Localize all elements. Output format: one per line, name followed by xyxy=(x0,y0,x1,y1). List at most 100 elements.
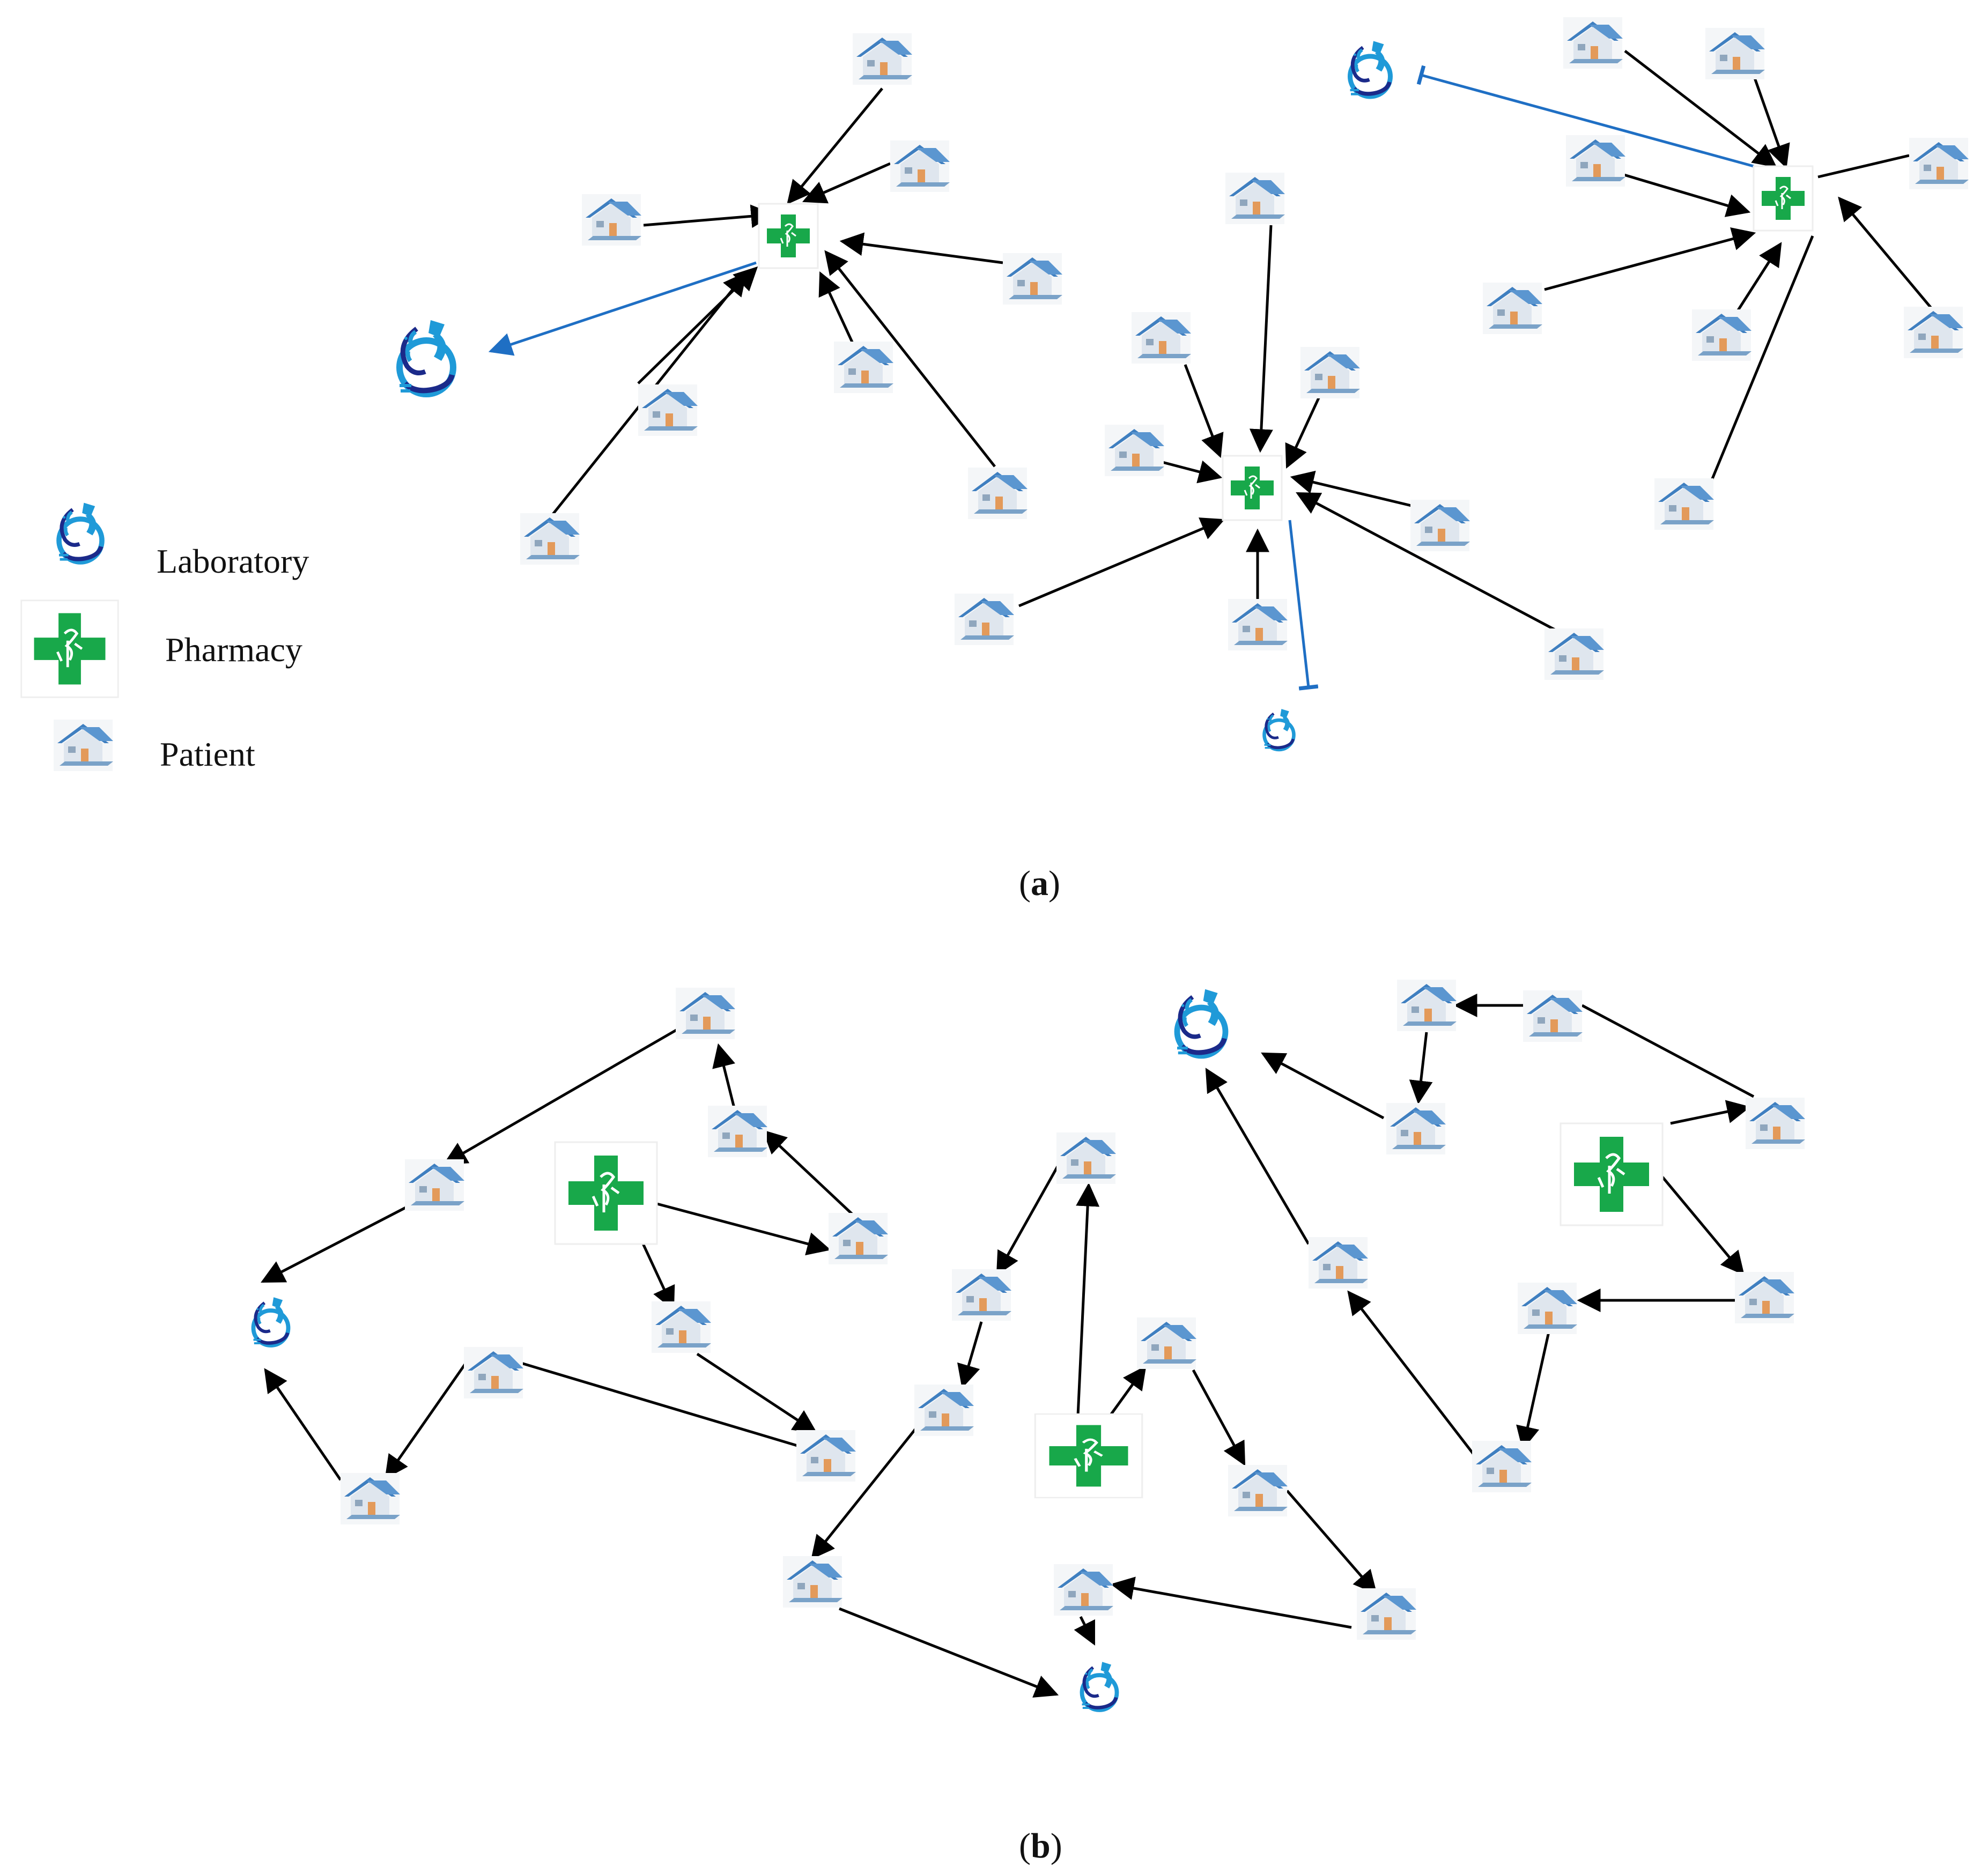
edge xyxy=(1670,1100,1751,1125)
patient-house-icon xyxy=(1410,500,1470,551)
patient-house-icon xyxy=(1563,17,1623,69)
patient-house-icon xyxy=(1132,312,1191,364)
edge xyxy=(1018,517,1225,608)
edge xyxy=(1544,227,1756,291)
patient-house-icon xyxy=(952,1269,1011,1321)
edge xyxy=(1158,460,1223,484)
edge xyxy=(1285,396,1321,469)
caption-b: (b) xyxy=(1019,1826,1062,1865)
edge-to-lab xyxy=(488,261,757,356)
edge xyxy=(264,1368,342,1481)
edge xyxy=(1205,1068,1310,1245)
edge xyxy=(1261,1052,1385,1120)
edge xyxy=(1581,1004,1755,1098)
patient-house-icon xyxy=(1735,1272,1794,1323)
patient-house-icon xyxy=(676,988,735,1039)
legend-laboratory-icon xyxy=(59,503,102,562)
pharmacy-icon xyxy=(1035,1414,1142,1498)
pharmacy-icon xyxy=(1561,1123,1662,1225)
legend-patient-icon xyxy=(54,720,113,771)
patient-house-icon xyxy=(955,594,1014,645)
edge xyxy=(996,1163,1061,1276)
pharmacy-icon xyxy=(1222,455,1283,521)
edge xyxy=(839,232,1003,264)
edge xyxy=(1736,242,1782,312)
edge xyxy=(1184,364,1224,458)
edge xyxy=(811,1423,921,1560)
edge-to-lab xyxy=(1288,520,1319,691)
patient-house-icon xyxy=(1654,478,1714,530)
patient-house-icon xyxy=(783,1556,843,1608)
patient-house-icon xyxy=(405,1159,464,1211)
pharmacy-icon xyxy=(555,1142,657,1244)
legend-pharmacy-label: Pharmacy xyxy=(165,631,302,669)
edge xyxy=(1622,173,1751,217)
patient-house-icon xyxy=(1705,28,1765,79)
edge xyxy=(1192,1369,1246,1466)
edge xyxy=(839,1607,1059,1698)
patient-house-icon xyxy=(1472,1441,1532,1492)
edge xyxy=(443,1023,688,1165)
edge xyxy=(385,1361,468,1479)
laboratory-icon xyxy=(254,1297,289,1345)
patient-house-icon xyxy=(834,342,893,393)
edge xyxy=(762,1129,854,1216)
patient-house-icon xyxy=(853,33,912,85)
edge xyxy=(1817,154,1910,179)
edge xyxy=(261,1202,414,1283)
patient-house-icon xyxy=(1909,138,1969,189)
edge xyxy=(1286,1490,1377,1595)
edge xyxy=(712,1043,736,1111)
edge xyxy=(1709,235,1814,483)
patient-house-icon xyxy=(1483,283,1542,334)
laboratory-icon xyxy=(1350,41,1391,97)
pharmacy-icon xyxy=(1753,165,1814,232)
legend-laboratory-label: Laboratory xyxy=(157,542,309,580)
patient-house-icon xyxy=(1309,1237,1368,1289)
laboratory-icon xyxy=(1082,1662,1117,1710)
caption-a-letter: a xyxy=(1030,864,1048,903)
patient-house-icon xyxy=(582,194,641,246)
caption-a: (a) xyxy=(1019,864,1060,903)
edge xyxy=(1110,1576,1352,1629)
edge xyxy=(1076,1182,1100,1416)
patient-house-icon xyxy=(1518,1283,1577,1334)
edge xyxy=(1624,50,1777,168)
patient-house-icon xyxy=(1105,425,1164,476)
edge xyxy=(1249,225,1273,453)
patient-house-icon xyxy=(1225,173,1285,224)
patient-house-icon xyxy=(829,1213,888,1264)
patient-house-icon xyxy=(1137,1317,1196,1369)
edge xyxy=(1661,1176,1745,1276)
patient-house-icon xyxy=(914,1385,974,1436)
patient-house-icon xyxy=(1386,1103,1446,1154)
patient-house-icon xyxy=(1003,253,1062,305)
patient-house-icon xyxy=(464,1347,523,1398)
edge xyxy=(1347,1290,1476,1457)
patient-house-icon xyxy=(1904,307,1963,358)
edge xyxy=(818,271,854,344)
patient-house-icon xyxy=(520,513,580,565)
patient-house-icon xyxy=(796,1430,856,1482)
edge xyxy=(696,1352,817,1433)
edge xyxy=(802,162,891,204)
patient-house-icon xyxy=(1692,309,1751,361)
patient-house-icon xyxy=(1746,1098,1805,1149)
patient-house-icon xyxy=(1300,347,1360,398)
patient-house-icon xyxy=(708,1106,767,1157)
edge xyxy=(1296,492,1562,634)
panel-b xyxy=(254,980,1805,1710)
laboratory-icon xyxy=(1265,709,1294,750)
patient-house-icon xyxy=(1357,1588,1416,1640)
caption-b-letter: b xyxy=(1030,1826,1051,1865)
edge xyxy=(1409,1032,1433,1105)
legend-pharmacy-icon xyxy=(21,601,119,698)
panel-a xyxy=(21,17,1969,771)
patient-house-icon xyxy=(1544,628,1604,680)
patient-house-icon xyxy=(968,468,1028,519)
edge xyxy=(1074,1616,1096,1646)
edge xyxy=(1838,196,1937,315)
edge xyxy=(517,1360,805,1449)
edge xyxy=(1752,75,1790,169)
edge xyxy=(637,266,758,384)
